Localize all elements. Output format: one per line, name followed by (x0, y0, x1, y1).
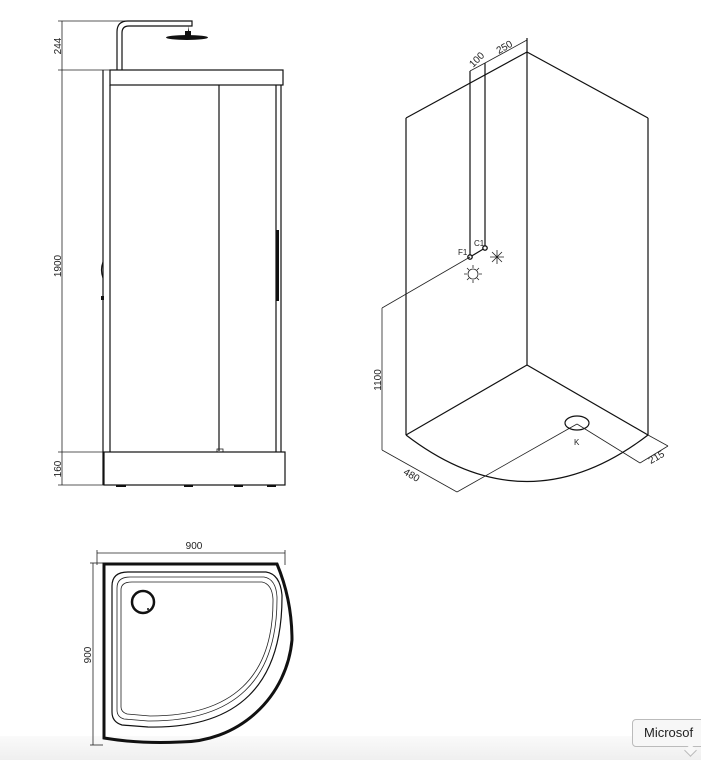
foot (116, 485, 126, 487)
foot (234, 485, 243, 487)
shower-pipe (116, 20, 193, 70)
dim-900-depth: 900 (83, 646, 94, 663)
tray-basin (120, 581, 274, 717)
dim-100: 100 (467, 50, 487, 70)
dim-900-width: 900 (186, 541, 203, 552)
dimension-line (639, 445, 669, 464)
label-c1: C1 (474, 239, 485, 248)
dimension-extension (576, 423, 641, 464)
tooltip: Microsof (632, 719, 701, 747)
left-wall-top (405, 51, 528, 119)
isometric-view: 100 250 F1 C1 1100 480 K 215 (373, 38, 669, 493)
dim-160: 160 (53, 460, 64, 477)
foot (184, 485, 193, 487)
top-panel (109, 69, 284, 86)
plan-view: 900 900 (83, 541, 294, 746)
tray-outline (102, 562, 294, 744)
dimension-line (469, 62, 486, 72)
hinge-knob (101, 296, 104, 300)
dim-480: 480 (401, 467, 421, 485)
shower-tray-base (103, 451, 286, 486)
dim-1900: 1900 (53, 254, 64, 277)
dimension-line (484, 39, 528, 64)
dimension-extension (647, 434, 669, 447)
dimension-line (381, 449, 458, 493)
inlet-connector (469, 247, 486, 258)
label-k: K (574, 438, 580, 447)
label-f1: F1 (458, 248, 468, 257)
drain-dot (147, 608, 149, 610)
snowflake-icon (490, 250, 504, 264)
floor-left (405, 364, 528, 436)
drain (564, 415, 590, 431)
floor-right (526, 364, 649, 436)
tray-rim-inner (116, 576, 278, 722)
front-view: 244 1900 160 (53, 20, 286, 487)
dim-1100: 1100 (373, 369, 384, 391)
dimension-extension (456, 423, 578, 493)
shower-head-joint (185, 26, 191, 36)
drain-hole (130, 589, 156, 615)
door-handle (276, 230, 279, 301)
dim-244: 244 (53, 37, 64, 54)
tray-arc (405, 434, 649, 482)
shower-head (166, 35, 208, 40)
right-wall-top (526, 51, 649, 119)
hinge (100, 261, 104, 279)
dim-215: 215 (647, 449, 667, 467)
tray-rim (111, 571, 283, 728)
dim-250: 250 (495, 39, 515, 57)
dimension-extension (381, 256, 471, 309)
cold-inlet (482, 245, 488, 251)
foot (267, 485, 276, 487)
sun-icon (464, 265, 482, 283)
